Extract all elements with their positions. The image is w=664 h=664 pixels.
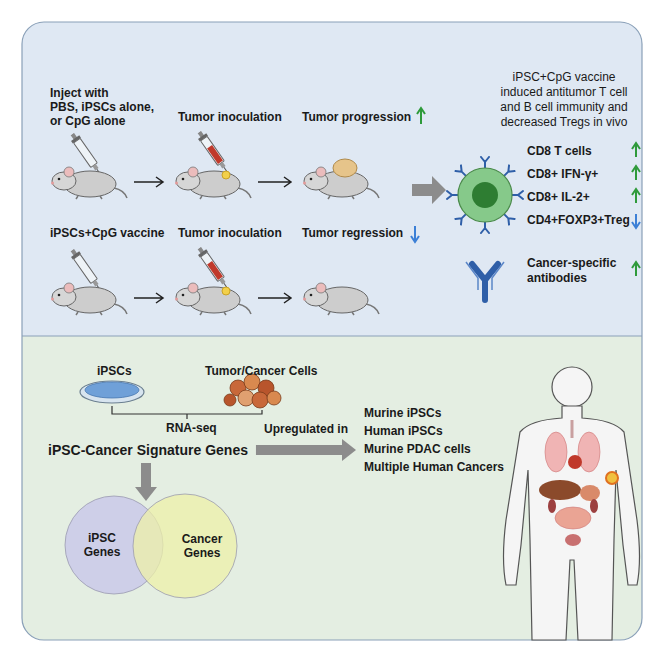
text-label: Tumor regression	[302, 226, 403, 240]
text-label: RNA-seq	[166, 421, 217, 435]
node-text: iPSC-Cancer Signature Genes	[46, 441, 250, 459]
node-text: Murine PDAC cells	[362, 440, 506, 458]
text-label: CD4+FOXP3+Treg	[527, 213, 630, 227]
edge-label: Upregulated in	[264, 422, 348, 436]
text-label: Tumor/Cancer Cells	[205, 364, 317, 378]
block-arrow	[135, 463, 157, 501]
text-label: CD8+ IL-2+	[527, 190, 590, 204]
text-label: PBS, iPSCs alone,	[50, 100, 154, 114]
text-label: CD8+ IFN-γ+	[527, 167, 598, 181]
text-label: Tumor inoculation	[178, 226, 282, 240]
text-label: CD8 T cells	[527, 144, 592, 158]
text-label: iPSCs	[97, 364, 132, 378]
node-text: Cancer Genes	[172, 532, 232, 560]
text-label: iPSC+CpG vaccine induced antitumor T cel…	[490, 70, 638, 130]
list-box: Murine iPSCsHuman iPSCsMurine PDAC cells…	[362, 404, 506, 476]
node-text: Human iPSCs	[362, 422, 506, 440]
node-text: Murine iPSCs	[362, 404, 506, 422]
text-label: or CpG alone	[50, 114, 125, 128]
text-label: Tumor progression	[302, 110, 411, 124]
text-label: Tumor inoculation	[178, 110, 282, 124]
node-text: Multiple Human Cancers	[362, 458, 506, 476]
text-box: iPSC-Cancer Signature Genes	[46, 441, 250, 459]
text-label: iPSCs+CpG vaccine	[50, 226, 164, 240]
text-label: Cancer-specific antibodies	[527, 256, 627, 286]
venn-circle: Cancer Genes	[132, 493, 238, 599]
node-text: iPSC Genes	[72, 531, 132, 559]
block-arrow	[256, 439, 356, 461]
text-label: Inject with	[50, 86, 109, 100]
